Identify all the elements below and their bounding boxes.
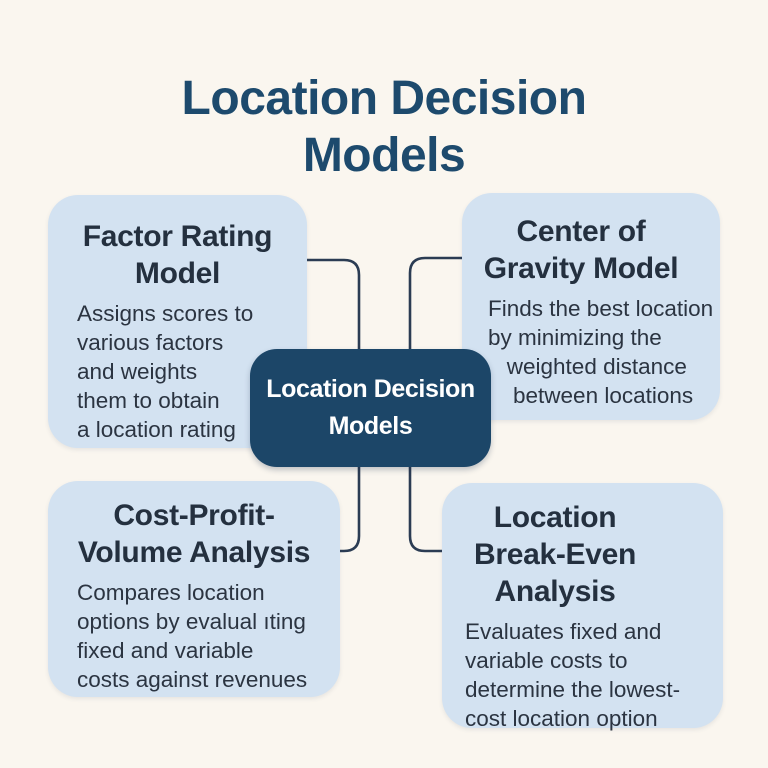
factor-rating-model-card: Factor Rating Model Assigns scores to va… [48, 195, 307, 448]
factor-rating-model-description: Assigns scores to various factors and we… [77, 301, 254, 442]
factor-rating-model-title: Factor Rating Model [82, 220, 273, 290]
cost-profit-volume-analysis-card: Cost-Profit- Volume Analysis Compares lo… [48, 481, 340, 697]
cost-profit-volume-analysis-title: Cost-Profit- Volume Analysis [77, 499, 311, 569]
central-node-label: Location Decision Models [266, 375, 475, 440]
center-of-gravity-model-description: Finds the best location by minimizing th… [488, 296, 714, 408]
connector-top-right [408, 256, 462, 352]
center-of-gravity-model-card: Center of Gravity Model Finds the best l… [462, 193, 720, 420]
cost-profit-volume-analysis-description: Compares location options by evalual ıti… [77, 580, 308, 692]
location-break-even-analysis-description: Evaluates fixed and variable costs to de… [465, 619, 681, 731]
connector-bottom-left [340, 464, 361, 553]
location-break-even-analysis-title: Location Break-Even Analysis [473, 501, 637, 608]
location-break-even-analysis-card: Location Break-Even Analysis Evaluates f… [442, 483, 723, 731]
connector-top-left [307, 258, 361, 352]
central-node: Location Decision Models [250, 349, 491, 467]
connector-bottom-right [408, 464, 442, 553]
page-title: Location Decision Models [181, 72, 587, 183]
center-of-gravity-model-title: Center of Gravity Model [483, 215, 679, 285]
